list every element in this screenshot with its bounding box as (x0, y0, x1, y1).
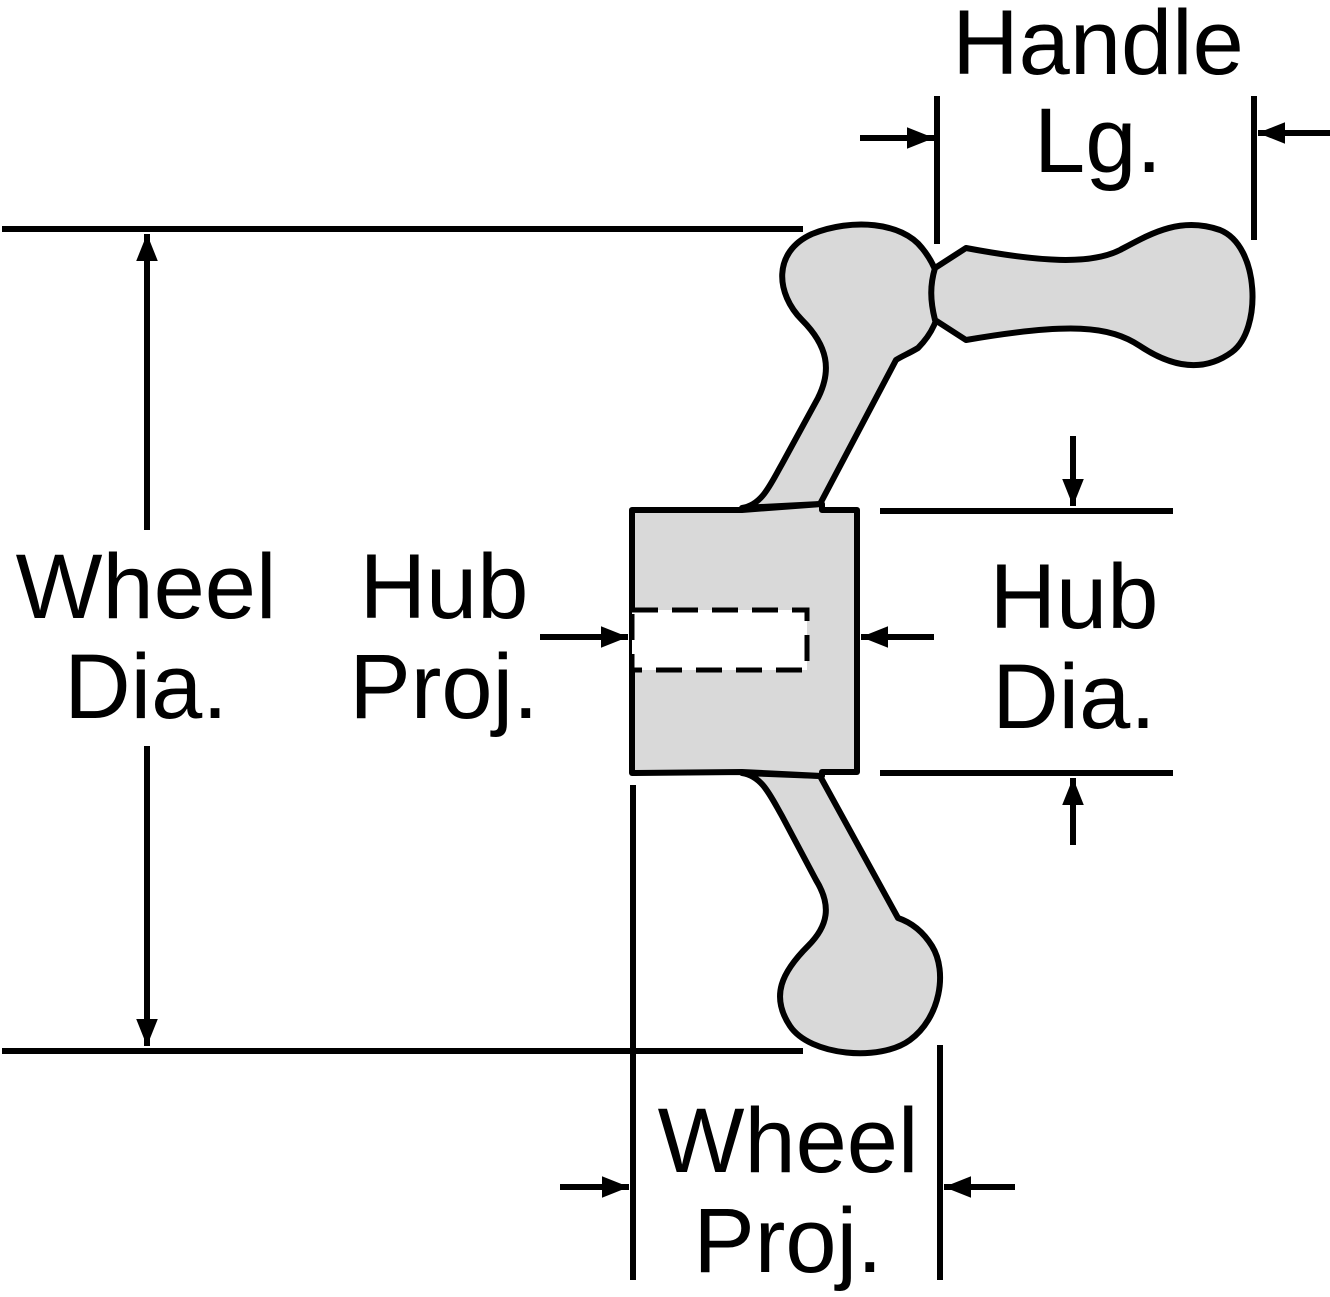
wheel-diameter-label-line2: Dia. (64, 636, 228, 738)
handwheel-part (629, 221, 1256, 1057)
hub-diameter-label-line2: Dia. (992, 646, 1156, 748)
wheel-diameter-dimension: Wheel Dia. (2, 226, 803, 1054)
hub-projection-label-line2: Proj. (349, 636, 538, 738)
hub-diameter-label-line1: Hub (990, 546, 1159, 648)
hub-projection-label-line1: Hub (360, 536, 529, 638)
upper-spoke (739, 221, 944, 511)
hub-diameter-dimension: Hub Dia. (880, 436, 1173, 845)
hidden-bore (629, 607, 810, 673)
hub-projection-dimension: Hub Proj. (349, 536, 934, 738)
wheel-diameter-label-line1: Wheel (16, 536, 277, 638)
wheel-projection-label-line2: Proj. (693, 1190, 882, 1292)
handle-length-label-line2: Lg. (1034, 90, 1162, 192)
handle-length-label-line1: Handle (952, 0, 1244, 94)
handle (928, 221, 1256, 369)
wheel-projection-dimension: Wheel Proj. (560, 785, 1015, 1292)
handle-length-dimension: Handle Lg. (860, 0, 1330, 244)
lower-spoke (739, 770, 944, 1057)
wheel-projection-label-line1: Wheel (658, 1090, 919, 1192)
